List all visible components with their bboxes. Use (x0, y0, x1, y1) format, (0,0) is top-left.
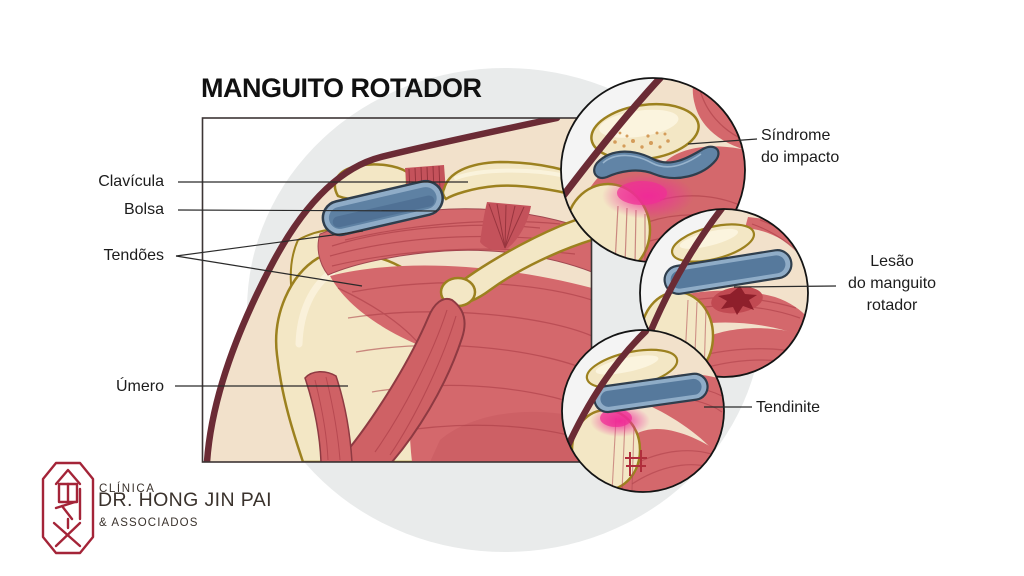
impingement-line1: Síndrome (761, 127, 831, 144)
biceps-band (336, 298, 466, 462)
label-tendons: Tendões (103, 247, 165, 264)
inset-cuff-tear-border (639, 208, 809, 378)
skin-outline (203, 118, 561, 462)
cuff-tear-line3: rotador (866, 297, 918, 314)
logo-doctor-name: DR. HONG JIN PAI (98, 489, 272, 511)
cuff-tear-line2: do manguito (847, 275, 937, 292)
clinic-seal-icon (41, 461, 95, 555)
label-impingement: Síndrome do impacto (761, 125, 839, 169)
impingement-leader (687, 138, 758, 145)
label-tendinitis: Tendinite (756, 399, 821, 416)
inset-tendinitis-border (561, 329, 725, 493)
humerus-highlight (295, 268, 336, 348)
fan-fibers (488, 203, 525, 249)
cuff-tear-leader (733, 285, 837, 288)
logo-clinic-word: CLÍNICA (99, 483, 156, 495)
page-title: MANGUITO ROTADOR (201, 73, 482, 103)
label-clavicle: Clavícula (98, 173, 164, 190)
tendons-leader-upper (175, 230, 364, 257)
impingement-line2: do impacto (761, 149, 840, 166)
main-shoulder-illustration (203, 118, 592, 462)
clavicle-highlight (454, 168, 568, 180)
label-cuff-tear: Lesão do manguito rotador (828, 251, 956, 317)
tendons-leader-lower (175, 255, 363, 287)
label-humerus: Úmero (115, 378, 164, 395)
muscle-shade (430, 411, 592, 462)
cuff-tear-line1: Lesão (870, 253, 914, 270)
bursa-leader (177, 209, 438, 212)
main-panel-border (201, 117, 593, 463)
lower-muscle-bundle (304, 371, 353, 462)
inset-tendinitis (562, 330, 724, 492)
microtear-marks (625, 450, 647, 476)
logo-associates-word: & ASSOCIADOS (99, 517, 199, 529)
bursa-shape (321, 179, 444, 237)
leader-lines-left (175, 181, 468, 387)
label-bursa: Bolsa (123, 201, 164, 218)
biceps-fibers (374, 309, 457, 456)
